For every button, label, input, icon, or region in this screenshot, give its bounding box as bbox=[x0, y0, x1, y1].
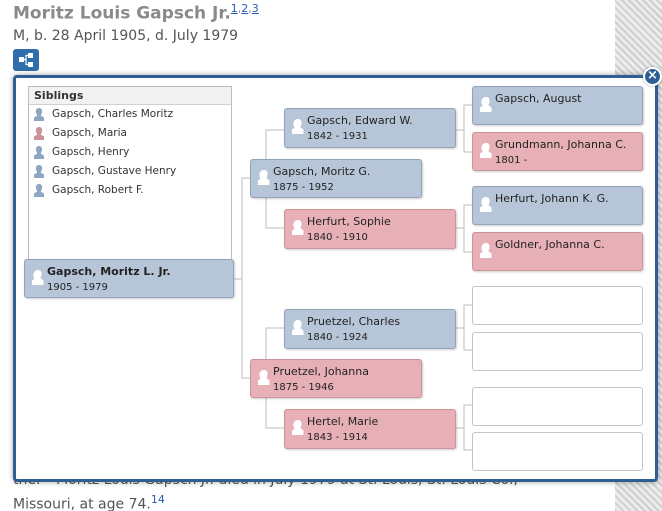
person-box-great-grandparent-3[interactable]: Herfurt, Johann K. G. bbox=[472, 186, 643, 225]
citation-link-1[interactable]: 1 bbox=[230, 2, 238, 15]
citation-link-2[interactable]: 2 bbox=[241, 2, 249, 15]
person-dates: 1801 - bbox=[495, 155, 528, 166]
person-box-great-grandparent-4[interactable]: Goldner, Johanna C. bbox=[472, 232, 643, 271]
sibling-item[interactable]: Gapsch, Charles Moritz bbox=[29, 105, 231, 124]
person-dates: 1840 - 1910 bbox=[307, 232, 368, 243]
female-person-icon bbox=[34, 127, 44, 140]
person-silhouette-icon bbox=[292, 420, 304, 435]
sibling-item[interactable]: Gapsch, Maria bbox=[29, 124, 231, 143]
person-name: Herfurt, Sophie bbox=[307, 215, 391, 228]
person-name: Herfurt, Johann K. G. bbox=[495, 192, 609, 205]
person-silhouette-icon bbox=[480, 97, 492, 112]
empty-person-slot[interactable] bbox=[472, 332, 643, 371]
person-name: Pruetzel, Johanna bbox=[273, 365, 369, 378]
close-icon: × bbox=[647, 68, 658, 83]
person-silhouette-icon bbox=[292, 119, 304, 134]
person-silhouette-icon bbox=[258, 170, 270, 185]
person-name: Gapsch, Edward W. bbox=[307, 114, 413, 127]
person-box-father[interactable]: Gapsch, Moritz G. 1875 - 1952 bbox=[250, 159, 422, 198]
citation-link-14[interactable]: 14 bbox=[150, 493, 165, 506]
person-name: Grundmann, Johanna C. bbox=[495, 138, 627, 151]
person-dates: 1840 - 1924 bbox=[307, 332, 368, 343]
sibling-item[interactable]: Gapsch, Gustave Henry bbox=[29, 162, 231, 181]
empty-person-slot[interactable] bbox=[472, 432, 643, 471]
person-box-paternal-grandmother[interactable]: Herfurt, Sophie 1840 - 1910 bbox=[284, 209, 456, 249]
person-name: Hertel, Marie bbox=[307, 415, 379, 428]
siblings-panel: Siblings Gapsch, Charles Moritz Gapsch, … bbox=[28, 86, 232, 262]
person-name: Gapsch, Moritz L. Jr. bbox=[47, 265, 171, 278]
person-box-maternal-grandmother[interactable]: Hertel, Marie 1843 - 1914 bbox=[284, 409, 456, 449]
person-silhouette-icon bbox=[32, 270, 44, 285]
sibling-item[interactable]: Gapsch, Robert F. bbox=[29, 181, 231, 200]
person-silhouette-icon bbox=[480, 197, 492, 212]
male-person-icon bbox=[34, 165, 44, 178]
person-box-root[interactable]: Gapsch, Moritz L. Jr. 1905 - 1979 bbox=[24, 259, 234, 298]
person-dates: 1905 - 1979 bbox=[47, 282, 108, 293]
male-person-icon bbox=[34, 146, 44, 159]
person-name: Gapsch, August bbox=[495, 92, 582, 105]
page-title: Moritz Louis Gapsch Jr.1,2,3 bbox=[13, 2, 259, 24]
person-dates: 1842 - 1931 bbox=[307, 131, 368, 142]
family-tree-icon bbox=[19, 53, 33, 67]
person-silhouette-icon bbox=[258, 370, 270, 385]
person-dates: 1875 - 1946 bbox=[273, 382, 334, 393]
person-vitals: M, b. 28 April 1905, d. July 1979 bbox=[13, 28, 239, 44]
person-box-paternal-grandfather[interactable]: Gapsch, Edward W. 1842 - 1931 bbox=[284, 108, 456, 148]
person-silhouette-icon bbox=[480, 243, 492, 258]
close-button[interactable]: × bbox=[643, 67, 662, 86]
person-box-great-grandparent-1[interactable]: Gapsch, August bbox=[472, 86, 643, 125]
person-silhouette-icon bbox=[480, 143, 492, 158]
male-person-icon bbox=[34, 108, 44, 121]
siblings-heading: Siblings bbox=[29, 87, 231, 105]
person-silhouette-icon bbox=[292, 320, 304, 335]
citation-link-3[interactable]: 3 bbox=[251, 2, 259, 15]
person-dates: 1843 - 1914 bbox=[307, 432, 368, 443]
empty-person-slot[interactable] bbox=[472, 387, 643, 426]
sibling-item[interactable]: Gapsch, Henry bbox=[29, 143, 231, 162]
male-person-icon bbox=[34, 184, 44, 197]
person-box-mother[interactable]: Pruetzel, Johanna 1875 - 1946 bbox=[250, 359, 422, 398]
person-box-great-grandparent-2[interactable]: Grundmann, Johanna C. 1801 - bbox=[472, 132, 643, 171]
person-name: Goldner, Johanna C. bbox=[495, 238, 605, 251]
person-dates: 1875 - 1952 bbox=[273, 182, 334, 193]
person-name: Gapsch, Moritz G. bbox=[273, 165, 371, 178]
empty-person-slot[interactable] bbox=[472, 286, 643, 325]
person-silhouette-icon bbox=[292, 220, 304, 235]
person-name: Pruetzel, Charles bbox=[307, 315, 401, 328]
family-tree-button[interactable] bbox=[13, 49, 39, 71]
person-box-maternal-grandfather[interactable]: Pruetzel, Charles 1840 - 1924 bbox=[284, 309, 456, 349]
